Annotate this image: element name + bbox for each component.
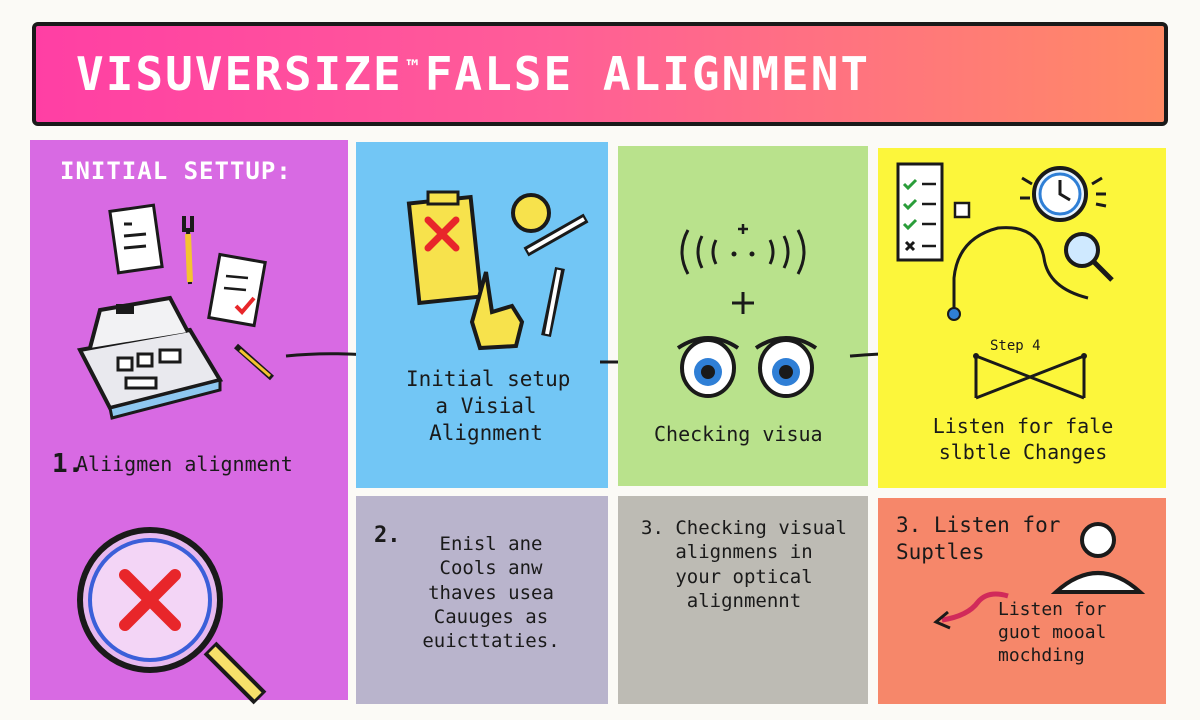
small-square-icon (953, 201, 971, 219)
setup-heading: INITIAL SETTUP: (60, 157, 292, 185)
task-list-icon (896, 162, 944, 262)
note-4-text: Listen for guot mooal mochding (998, 599, 1107, 667)
title-part-b: FALSE ALIGNMENT (424, 47, 871, 101)
coin-icon (511, 193, 551, 233)
step-c-label: Checking visua (654, 422, 823, 446)
toolbox-icon (76, 295, 224, 420)
person-icon (1050, 522, 1146, 594)
magnifier-icon (1064, 232, 1114, 282)
step-b-label: Initial setup a Visial Alignment (406, 367, 571, 445)
panel-visual-alignment: Initial setup a Visial Alignment (356, 142, 608, 488)
panel-note-2: 2. Enisl ane Cools anw thaves usea Cauug… (356, 496, 608, 704)
note-2-text: Enisl ane Cools anw thaves usea Cauuges … (422, 533, 560, 653)
panel-initial-setup: INITIAL SETTUP: 1. Aliigmen alignment (30, 140, 348, 705)
document-cross-icon (406, 190, 484, 306)
step-d-label: Listen for fale slbtle Changes (932, 414, 1114, 464)
note-4-title: 3. Listen for Suptles (896, 513, 1061, 564)
panel-listen-changes: Step 4 Listen for fale slbtle Changes (878, 148, 1166, 488)
cross-lines-icon (973, 353, 1087, 400)
pointing-hand-icon (469, 271, 525, 351)
trademark-mark: ™ (406, 54, 421, 79)
setup-number: 1. (52, 449, 84, 479)
panel-note-4: 3. Listen for Suptles Listen for guot mo… (878, 498, 1166, 704)
checklist-icon (108, 203, 164, 275)
path-line-icon (947, 226, 1089, 321)
eyes-icon (676, 336, 818, 398)
panel-note-3: 3. Checking visual alignmens in your opt… (618, 496, 868, 704)
clock-icon (1020, 166, 1107, 222)
wrench-icon (182, 216, 194, 285)
note-2-number: 2. (374, 523, 401, 548)
checked-clipboard-icon (207, 252, 267, 328)
small-wrench-icon (234, 343, 274, 381)
plus-icon (732, 292, 754, 314)
signal-waves-icon (680, 224, 806, 275)
panel-checking-visual: Checking visua (618, 146, 868, 486)
setup-label: Aliigmen alignment (76, 452, 293, 476)
title-part-a: VISUVERSIZE (76, 47, 403, 101)
note-3-text: 3. Checking visual alignmens in your opt… (641, 517, 847, 612)
step-tag: Step 4 (990, 338, 1041, 354)
wrenches-icon (523, 213, 589, 338)
curly-arrow-icon (933, 591, 1009, 630)
magnifier-cross-icon (77, 527, 267, 705)
